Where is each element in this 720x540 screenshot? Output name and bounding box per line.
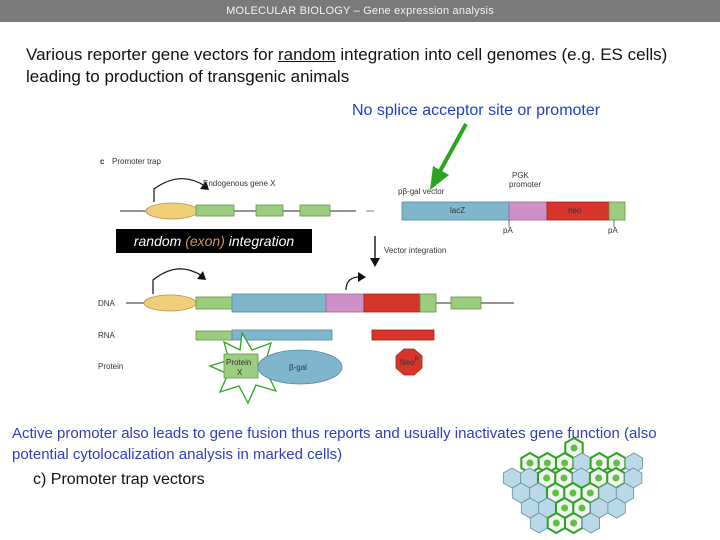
beta-gal-oval [257,349,343,385]
neo-r-superscript: R [415,357,420,363]
neo-block [363,293,421,313]
random-box-text-start: random [133,233,186,249]
vector-integration-label: Vector integration [384,246,446,255]
vector-name-label: pβ-gal vector [398,187,445,196]
marked-cell-nucleus [578,504,586,512]
vector-integration-arrow: Vector integration [370,236,446,267]
marked-cell-nucleus [612,474,620,482]
marked-cell-nucleus [526,459,534,467]
neo-r-octagon [395,348,423,376]
marked-cell-nucleus [569,489,577,497]
neo-r-label: Neo [400,358,415,367]
exon-block [195,204,235,217]
marked-cell-nucleus [595,459,603,467]
promoter-trap-vectors-label: c) Promoter trap vectors [33,471,205,488]
pgk-label-line2: promoter [509,180,541,189]
lacz-label: lacZ [450,206,465,215]
exon-block [255,204,284,217]
cell-hexagon-grid [502,436,643,535]
marked-cell-nucleus [543,459,551,467]
cell [581,512,600,534]
marked-cell-nucleus [613,459,621,467]
lacz-block [231,293,327,313]
vector-row: pβ-gal vector PGK promoter lacZ neo pA p… [398,171,626,235]
pgk-label-line1: PGK [512,171,530,180]
dna-row: DNA [98,268,514,313]
protein-label: Protein [98,362,123,371]
vector-end-block [608,201,626,221]
transcription-arrow [153,178,206,202]
transcription-arrow [152,268,203,294]
neo-label: neo [568,206,582,215]
beta-gal-label: β-gal [289,363,307,372]
pa-label-right: pA [608,226,618,235]
heading-underlined-word: random [277,45,336,64]
promoter-oval [145,202,199,220]
pgk-promoter-block [325,293,365,313]
callout-no-splice-acceptor: No splice acceptor site or promoter [352,102,601,119]
random-box-exon: (exon) [185,233,225,249]
panel-letter: c [100,157,105,166]
marked-cell-nucleus [552,519,560,527]
endogenous-gene-row: Endogenous gene X [120,178,374,220]
svg-text:NeoR: NeoR [400,357,420,367]
marked-cell-nucleus [561,459,569,467]
slide-heading: Various reporter gene vectors for random… [26,44,706,88]
marked-cell-nucleus [570,519,578,527]
endogenous-gene-label: Endogenous gene X [203,179,276,188]
marked-cell-nucleus [561,504,569,512]
callout-arrow [430,123,468,190]
marked-cell-nucleus [560,474,568,482]
marked-cell-nucleus [543,474,551,482]
random-integration-box: random (exon) integration [116,229,312,253]
rna-label: RNA [98,331,116,340]
slide-header: MOLECULAR BIOLOGY – Gene expression anal… [0,0,720,22]
marked-cell-nucleus [586,489,594,497]
heading-text-end: integration into cell genomes (e.g. ES c… [26,45,668,86]
heading-text-start: Various reporter gene vectors for [26,45,278,64]
random-box-text-end: integration [224,233,295,249]
marked-cell-nucleus [552,489,560,497]
protein-x-line2: X [237,368,243,377]
dna-label: DNA [98,299,116,308]
rna-exon [195,330,233,341]
pa-label-left: pA [503,226,513,235]
exon-block [299,204,331,217]
promoter-oval [143,294,197,312]
vector-end-block [419,293,437,313]
rna-row: RNA [98,329,435,341]
cell [607,497,626,519]
pgk-promoter-block [508,201,548,221]
active-promoter-text: Active promoter also leads to gene fusio… [12,425,657,463]
exon-block [450,296,482,310]
panel-title: Promoter trap [112,157,161,166]
rna-lacz [231,329,333,341]
protein-row: Protein Protein X β-gal NeoR [98,331,423,405]
marked-cell-nucleus [595,474,603,482]
slide-header-title: MOLECULAR BIOLOGY – Gene expression anal… [226,5,494,17]
marked-cell-nucleus [570,444,578,452]
exon-block [195,296,233,310]
rna-neo [371,329,435,341]
protein-x-line1: Protein [226,358,251,367]
